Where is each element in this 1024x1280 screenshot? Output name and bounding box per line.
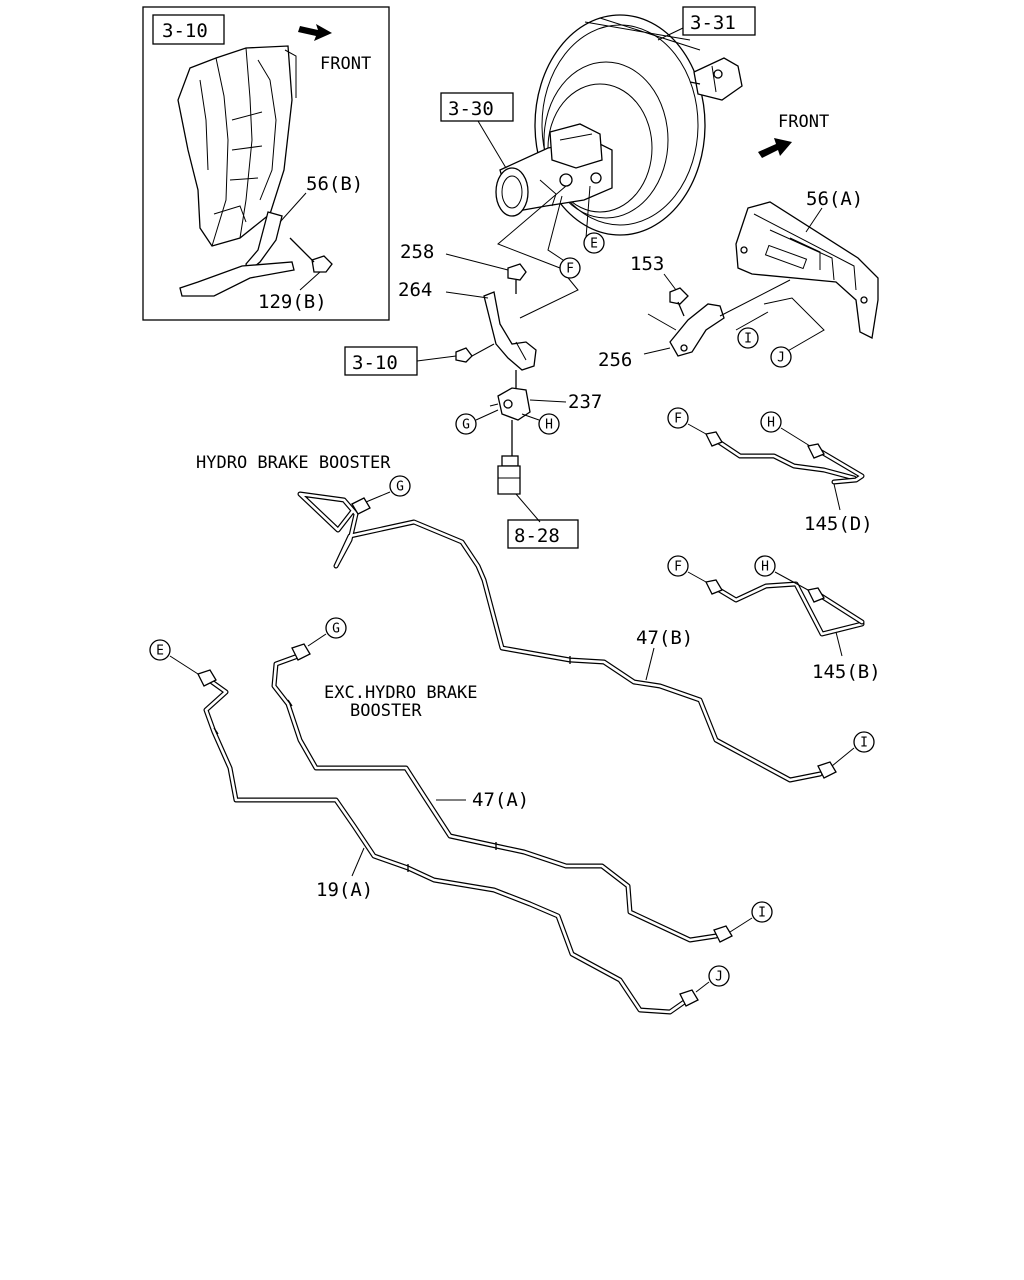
- exc-hydro-line1: EXC.HYDRO BRAKE: [324, 683, 478, 703]
- ref-3-31[interactable]: 3-31: [690, 12, 736, 34]
- label-153: 153: [630, 253, 664, 275]
- ref-8-28[interactable]: 8-28: [514, 525, 560, 547]
- label-258: 258: [400, 241, 434, 263]
- svg-text:J: J: [715, 970, 723, 985]
- brake-pipe-145d: [705, 431, 865, 485]
- brake-pipe-19a: [197, 669, 699, 1015]
- svg-text:I: I: [860, 736, 868, 751]
- ref-3-30[interactable]: 3-30: [448, 98, 494, 120]
- inset-panel: 3-10 FRONT 56(B) 129(B): [142, 6, 390, 321]
- label-145b: 145(B): [812, 661, 881, 683]
- nut-3-10: [455, 343, 495, 363]
- tee-fitting-237: [489, 370, 531, 421]
- label-19a: 19(A): [316, 879, 373, 901]
- marker-i-bracket: I: [737, 327, 759, 349]
- label-129b: 129(B): [258, 291, 327, 313]
- svg-text:H: H: [545, 418, 553, 433]
- svg-text:F: F: [566, 262, 574, 277]
- label-56a: 56(A): [806, 188, 863, 210]
- label-264: 264: [398, 279, 432, 301]
- master-cylinder: [495, 123, 613, 217]
- bracket-56a: [735, 201, 879, 339]
- inset-ref-3-10[interactable]: 3-10: [162, 20, 208, 42]
- svg-text:H: H: [767, 416, 775, 431]
- svg-text:I: I: [758, 906, 766, 921]
- marker-h-145d: H: [760, 411, 782, 433]
- marker-f-145b: F: [667, 555, 689, 577]
- front-arrow-main-icon: [758, 138, 792, 158]
- marker-j-19a: J: [708, 965, 730, 987]
- pressure-switch: [497, 455, 521, 495]
- marker-i-47b: I: [853, 731, 875, 753]
- svg-text:H: H: [761, 560, 769, 575]
- marker-g-47a: G: [325, 617, 347, 639]
- bracket-56b: [179, 211, 295, 297]
- marker-e-19a: E: [149, 639, 171, 661]
- bolt-258: [507, 263, 527, 294]
- marker-h-145b: H: [754, 555, 776, 577]
- svg-text:E: E: [156, 644, 164, 659]
- clamp-256: [669, 303, 725, 357]
- bolt-129b: [289, 237, 333, 273]
- brake-pipe-47b: [297, 491, 837, 783]
- label-145d: 145(D): [804, 513, 873, 535]
- exc-hydro-line2: BOOSTER: [350, 701, 422, 721]
- marker-j-bracket: J: [770, 346, 792, 368]
- marker-h-tee: H: [538, 413, 560, 435]
- marker-g-tee: G: [455, 413, 477, 435]
- label-47b: 47(B): [636, 627, 693, 649]
- front-label-main: FRONT: [778, 112, 829, 132]
- ref-3-10[interactable]: 3-10: [352, 352, 398, 374]
- label-237: 237: [568, 391, 602, 413]
- svg-text:G: G: [332, 622, 340, 637]
- splash-shield: [177, 45, 297, 247]
- svg-text:E: E: [590, 237, 598, 252]
- svg-text:F: F: [674, 412, 682, 427]
- brake-pipe-47a: [271, 643, 733, 943]
- brake-pipe-145b: [705, 579, 865, 637]
- marker-g-hydro: G: [389, 475, 411, 497]
- marker-f-top: F: [559, 257, 581, 279]
- marker-e-top: E: [583, 232, 605, 254]
- svg-text:G: G: [462, 418, 470, 433]
- bolt-153: [669, 287, 689, 317]
- inset-front-label: FRONT: [320, 54, 371, 74]
- bracket-264: [483, 291, 537, 371]
- marker-i-47a: I: [751, 901, 773, 923]
- svg-text:J: J: [777, 351, 785, 366]
- svg-text:I: I: [744, 332, 752, 347]
- hydro-brake-booster-label: HYDRO BRAKE BOOSTER: [196, 453, 391, 473]
- label-47a: 47(A): [472, 789, 529, 811]
- label-256: 256: [598, 349, 632, 371]
- marker-f-145d: F: [667, 407, 689, 429]
- svg-text:G: G: [396, 480, 404, 495]
- svg-text:F: F: [674, 560, 682, 575]
- front-arrow-icon: [298, 24, 332, 41]
- label-56b: 56(B): [306, 173, 363, 195]
